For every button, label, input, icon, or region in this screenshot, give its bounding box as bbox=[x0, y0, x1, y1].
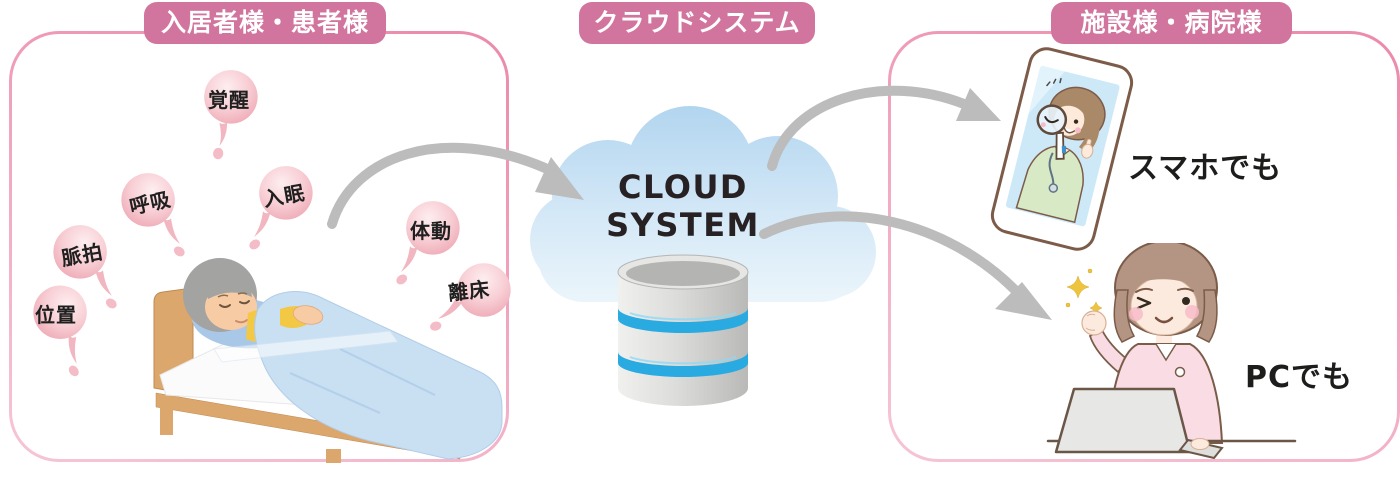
hair-lock-left bbox=[1113, 289, 1136, 343]
cloud-system-illustration: CLOUD SYSTEM bbox=[530, 106, 876, 406]
patient-hand bbox=[292, 305, 324, 325]
eyebrows bbox=[217, 292, 248, 298]
eyebrows bbox=[1135, 287, 1194, 293]
fist-lines bbox=[1085, 313, 1096, 331]
blanket bbox=[254, 291, 503, 460]
patient-fringe bbox=[205, 279, 252, 299]
nurse-hair-lock bbox=[1078, 110, 1100, 154]
sleeping-patient-illustration bbox=[153, 258, 503, 463]
sensor-bubble-breath: 呼吸 bbox=[115, 171, 185, 267]
magnifier-grip bbox=[1061, 145, 1067, 154]
closed-eyes bbox=[219, 300, 250, 308]
bubble-label: 体動 bbox=[410, 219, 452, 243]
smile-mouth bbox=[1154, 316, 1174, 324]
database-icon bbox=[617, 254, 749, 406]
open-eye bbox=[1182, 297, 1190, 305]
blanket-folds bbox=[289, 348, 436, 414]
patient-face bbox=[205, 284, 257, 330]
nurse-hand bbox=[1081, 143, 1094, 159]
bubble-label: 位置 bbox=[35, 303, 77, 327]
nurse-neck bbox=[1156, 333, 1172, 343]
blush-right bbox=[1185, 305, 1199, 319]
sparkles-icon bbox=[1065, 268, 1103, 315]
sparkle-dashes bbox=[1046, 77, 1062, 87]
nurse-head bbox=[1113, 243, 1218, 343]
mouth bbox=[235, 319, 248, 324]
nurse-fringe bbox=[1130, 273, 1198, 290]
bubble-icon bbox=[430, 263, 511, 331]
bubble-icon bbox=[33, 285, 87, 377]
sensor-bubble-pulse: 脈拍 bbox=[47, 223, 117, 319]
laptop-lid bbox=[1054, 387, 1192, 454]
wink-eye bbox=[1136, 296, 1152, 310]
db-stripe bbox=[618, 308, 748, 333]
bubble-icon bbox=[121, 173, 185, 257]
magnified-eye bbox=[1044, 115, 1059, 124]
sensor-bubble-wake: 覚醒 bbox=[194, 68, 264, 164]
sensor-bubble-sleep-onset: 入眠 bbox=[249, 164, 319, 260]
nurse-on-screen bbox=[1015, 77, 1106, 224]
sensor-bubble-bed-exit: 離床 bbox=[430, 259, 511, 355]
bed-leg bbox=[326, 449, 341, 463]
hair-lock-right bbox=[1195, 289, 1218, 343]
nurse-at-pc-illustration bbox=[1046, 243, 1297, 460]
stethoscope-tube bbox=[1048, 152, 1055, 184]
bubble-icon bbox=[53, 225, 117, 309]
typing-hand bbox=[1190, 438, 1210, 450]
sensor-bubble-position: 位置 bbox=[21, 283, 91, 379]
nurse-mouth bbox=[1063, 127, 1076, 134]
bubble-icon bbox=[249, 166, 313, 250]
cloud-label-line2: SYSTEM bbox=[606, 206, 760, 244]
bubble-label: 覚醒 bbox=[208, 88, 250, 112]
pc-caption: PCでも bbox=[1245, 360, 1354, 395]
magnified-blush bbox=[1040, 122, 1046, 128]
db-stripe bbox=[618, 352, 748, 377]
smartphone-caption: スマホでも bbox=[1128, 151, 1283, 186]
stethoscope-chestpiece bbox=[1048, 183, 1059, 193]
blush-left bbox=[1129, 307, 1143, 321]
cloud-system-badge: クラウドシステム bbox=[579, 2, 815, 44]
laptop-icon bbox=[1054, 387, 1224, 460]
nurse-blush bbox=[1074, 127, 1081, 134]
facility-badge: 施設様・病院様 bbox=[1051, 2, 1292, 44]
uniform-button bbox=[1174, 366, 1186, 378]
uniform-collar bbox=[1155, 343, 1177, 362]
cloud-label-line1: CLOUD bbox=[618, 168, 748, 206]
magnifier-handle bbox=[1055, 131, 1065, 160]
bed-leg bbox=[160, 405, 173, 435]
bed-sensor-strip bbox=[213, 330, 399, 363]
smartphone-illustration bbox=[990, 47, 1134, 251]
nurse-fringe bbox=[1057, 102, 1085, 116]
screen-shine bbox=[1028, 65, 1065, 114]
residents-badge: 入居者様・患者様 bbox=[144, 2, 386, 44]
bubble-icon bbox=[204, 70, 258, 160]
nurse-eye bbox=[1073, 119, 1079, 124]
